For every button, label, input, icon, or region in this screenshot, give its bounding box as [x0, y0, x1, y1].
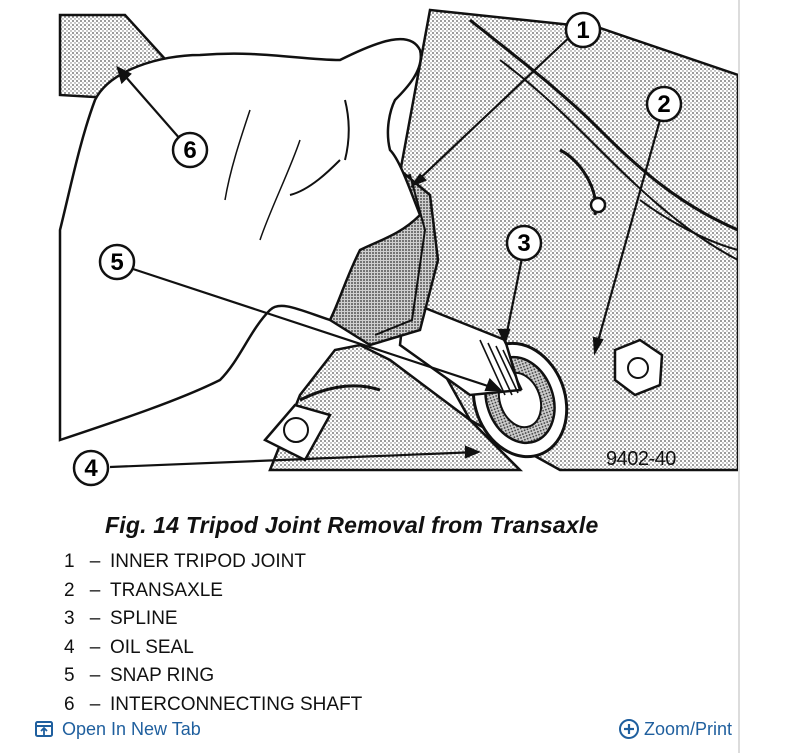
legend-number: 4: [64, 636, 75, 658]
legend-number: 5: [64, 665, 75, 686]
figure-id-label: 9402-40: [606, 448, 676, 470]
callout-1: 1: [564, 11, 602, 49]
page-right-border: [738, 0, 740, 753]
legend-label: OIL SEAL: [110, 636, 194, 658]
legend-item: 3–SPLINE: [64, 605, 362, 634]
parts-legend: 1–INNER TRIPOD JOINT 2–TRANSAXLE 3–SPLIN…: [64, 548, 362, 719]
legend-item: 6–INTERCONNECTING SHAFT: [64, 691, 362, 720]
legend-dash: –: [89, 608, 101, 629]
legend-item: 5–SNAP RING: [64, 662, 362, 691]
svg-text:3: 3: [517, 230, 530, 257]
legend-dash: –: [89, 579, 101, 601]
open-new-tab-icon: [34, 719, 54, 739]
svg-text:2: 2: [657, 91, 670, 118]
zoom-print-button[interactable]: Zoom/Print: [618, 714, 732, 744]
legend-label: TRANSAXLE: [110, 579, 223, 601]
legend-item: 4–OIL SEAL: [64, 634, 362, 663]
legend-label: INTERCONNECTING SHAFT: [110, 693, 363, 715]
legend-number: 1: [64, 551, 75, 572]
figure-panel: 1 2 3 4 5 6 9402-40 Fig: [0, 8, 740, 744]
callout-2: 2: [645, 85, 683, 123]
svg-text:6: 6: [183, 137, 196, 164]
callout-4: 4: [72, 449, 110, 487]
legend-item: 2–TRANSAXLE: [64, 577, 362, 606]
callout-3: 3: [505, 224, 543, 262]
tripod-joint-drawing: 1 2 3 4 5 6: [58, 8, 740, 487]
legend-label: INNER TRIPOD JOINT: [110, 551, 306, 572]
svg-text:4: 4: [84, 455, 98, 482]
legend-dash: –: [89, 693, 101, 715]
legend-number: 6: [64, 693, 75, 715]
open-in-new-tab-button[interactable]: Open In New Tab: [34, 714, 201, 744]
technical-illustration: 1 2 3 4 5 6 9402-40: [58, 8, 740, 487]
hand-outline: [58, 37, 423, 442]
legend-dash: –: [89, 551, 101, 572]
legend-label: SNAP RING: [110, 665, 215, 686]
figure-footer: Open In New Tab Zoom/Print: [0, 714, 738, 744]
legend-number: 3: [64, 608, 75, 629]
zoom-plus-icon: [618, 718, 640, 740]
legend-label: SPLINE: [110, 608, 178, 629]
legend-item: 1–INNER TRIPOD JOINT: [64, 548, 362, 577]
figure-caption: Fig. 14 Tripod Joint Removal from Transa…: [105, 512, 599, 538]
callout-5: 5: [98, 243, 136, 281]
svg-text:1: 1: [576, 17, 589, 44]
callout-6: 6: [171, 131, 209, 169]
zoom-print-label: Zoom/Print: [643, 718, 732, 739]
legend-number: 2: [64, 579, 75, 601]
legend-dash: –: [89, 636, 101, 658]
svg-text:5: 5: [110, 249, 123, 276]
open-in-new-tab-label: Open In New Tab: [62, 718, 201, 739]
legend-dash: –: [89, 665, 101, 686]
